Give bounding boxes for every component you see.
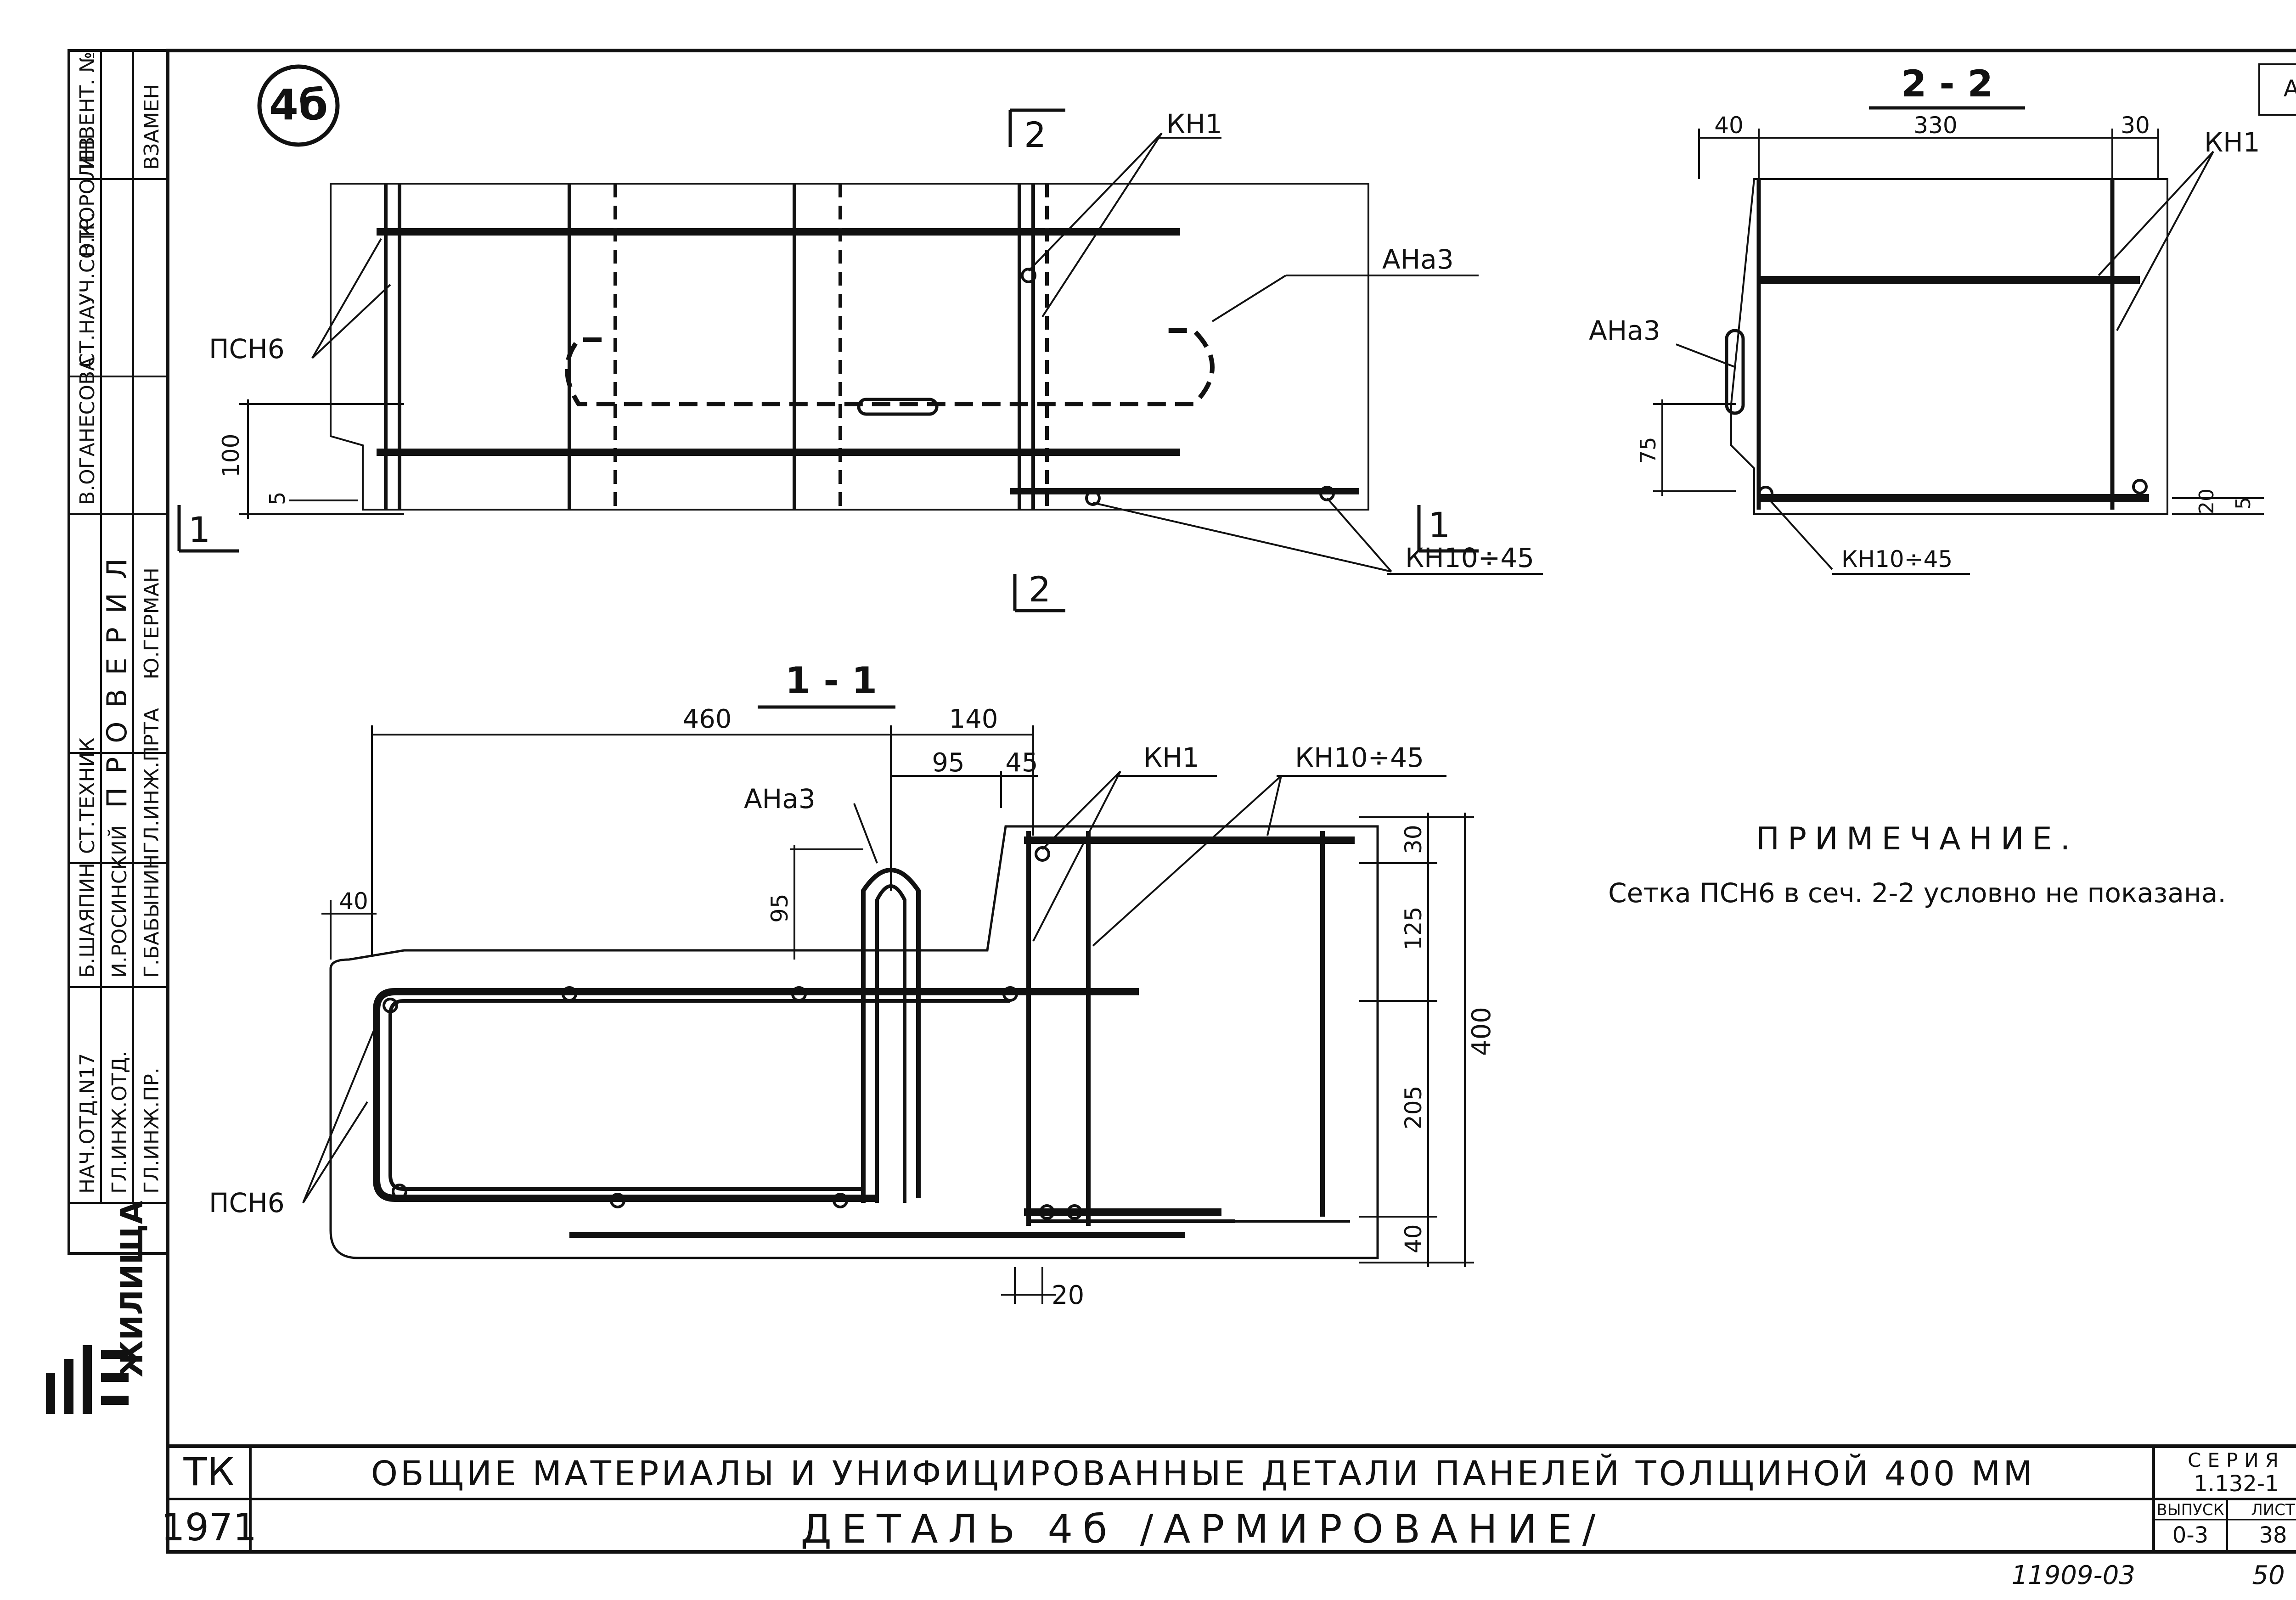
plan-view: ПСН6 КН1 АНа3 КН10÷45 100 5 2 2 1 1 [177,108,1543,612]
section-2-2: 2 - 2 40 330 30 75 20 5 АНа3 КН1 К [1589,62,2264,575]
note-text: Сетка ПСН6 в сеч. 2-2 условно не показан… [1608,877,2226,909]
stamp-name-6: В.КОРОЛЕВ [76,137,99,257]
sheet-frame [166,49,2296,1554]
stamp-org: ЖИЛИЩА [114,1201,150,1377]
s11-dim-30: 30 [1400,825,1427,854]
section-1-1-title: 1 - 1 [785,659,877,702]
detail-badge: 4б [269,80,328,129]
plan-dim-100: 100 [218,434,244,477]
stamp-name-3: Г.БАБЫНИН [140,854,163,978]
s22-dim-75: 75 [1636,437,1660,464]
stamp-role-3: ГЛ.ИНЖ.ПР. [140,1067,163,1194]
section-mark-2-top: 2 [1024,114,1046,155]
detail-badge-circle [257,64,340,147]
s11-dim-400: 400 [1467,1007,1497,1056]
stamp-role-6: СТ.НАУЧ.СОТР. [76,212,99,368]
title-year: 1971 [161,1506,257,1549]
s11-label-ana3: АНа3 [744,783,816,814]
s11-dim-95-side: 95 [766,893,793,923]
stamp-replace: ВЗАМЕН [140,84,163,170]
sheet-note: 11909-03 [2011,1561,2135,1590]
stamp-name-5: В.ОГАНЕСОВА [76,357,99,505]
s22-label-kn10-45: КН10÷45 [1841,546,1953,573]
s11-label-psn6: ПСН6 [209,1187,285,1218]
s11-label-kn1: КН1 [1143,742,1199,773]
stamp-name-2: И.РОСИНСКИЙ [107,825,131,978]
s11-dim-95-top: 95 [932,748,964,778]
sheet-value: 38 [2259,1522,2287,1548]
s22-concrete-outline [1730,178,2168,515]
stamp-role-5: СТ.ТЕХНИК [76,737,99,854]
stamp-role-2: ГЛ.ИНЖ.ОТД. [108,1051,131,1194]
series-value: 1.132-1 [2194,1471,2279,1497]
s11-dim-140: 140 [949,704,998,734]
stamp-role-1: НАЧ.ОТД.N17 [76,1053,99,1194]
s22-label-ana3: АНа3 [1589,315,1660,346]
side-stamp: НАЧ.ОТД.N17 ГЛ.ИНЖ.ОТД. ГЛ.ИНЖ.ПР. Б.ШАЯ… [46,51,163,1414]
s11-dim-40-bottom: 40 [1400,1224,1427,1253]
s22-label-kn1: КН1 [2204,127,2260,158]
series-label: СЕРИЯ [2188,1449,2285,1471]
sheet-label: ЛИСТ [2251,1501,2295,1519]
s11-label-kn10-45: КН10÷45 [1295,742,1424,773]
side-stamp-frame [68,49,169,1255]
s11-dim-460: 460 [683,704,732,734]
plan-label-psn6: ПСН6 [209,333,285,365]
s11-dim-45: 45 [1005,748,1038,778]
plan-label-ana3: АНа3 [1382,244,1454,275]
plan-concrete-outline [330,183,1369,511]
s11-dim-125: 125 [1400,907,1427,950]
section-2-2-title: 2 - 2 [1901,62,1993,105]
s11-dim-20: 20 [1052,1280,1084,1310]
title-block: ТК 1971 ОБЩИЕ МАТЕРИАЛЫ И УНИФИЦИРОВАННЫ… [161,1444,2296,1552]
s11-dim-40: 40 [339,888,368,915]
section-mark-1-left: 1 [188,509,210,550]
plan-dim-5: 5 [265,492,290,505]
plan-label-kn10-45: КН10÷45 [1405,542,1534,573]
stamp-checker-role: ГЛ.ИНЖ.ПРТА [140,708,163,854]
s11-concrete-outline [329,825,1379,1259]
plan-label-kn1: КН1 [1166,108,1222,140]
corner-mark: A₃ [2284,75,2296,102]
stamp-checker-name: Ю.ГЕРМАН [140,567,163,679]
note-title: ПРИМЕЧАНИЕ. [1756,821,2078,857]
title-subtitle: ДЕТАЛЬ 4б /АРМИРОВАНИЕ/ [801,1506,1606,1552]
stamp-name-1: Б.ШАЯПИН [76,863,99,978]
title-org: ТК [183,1449,235,1494]
issue-value: 0-3 [2172,1522,2208,1548]
s11-dim-205: 205 [1400,1086,1427,1129]
s11-mesh-psn6-outer [373,988,1139,1202]
plan-hook-ana3 [565,328,1215,406]
section-mark-1-right: 1 [1428,505,1450,545]
sheet-page: 50 [2252,1561,2285,1590]
title-main: ОБЩИЕ МАТЕРИАЛЫ И УНИФИЦИРОВАННЫЕ ДЕТАЛИ… [371,1453,2036,1493]
section-1-1: 1 - 1 [209,659,1497,1310]
s22-dim-40: 40 [1714,112,1744,139]
s11-loop-ana3 [861,868,921,1203]
section-mark-2-bottom: 2 [1029,569,1051,610]
s22-dim-5: 5 [2232,497,2255,510]
s11-mesh-psn6-inner [388,999,1010,1191]
org-logo-icon [46,1345,129,1414]
stamp-inv: ИНВЕНТ. № [76,51,99,170]
stamp-checked: ПРОВЕРИЛ [101,545,133,808]
s22-dim-30: 30 [2121,112,2150,139]
s22-dim-330: 330 [1913,112,1957,139]
s22-dim-20: 20 [2195,488,2218,514]
issue-label: ВЫПУСК [2156,1501,2224,1519]
